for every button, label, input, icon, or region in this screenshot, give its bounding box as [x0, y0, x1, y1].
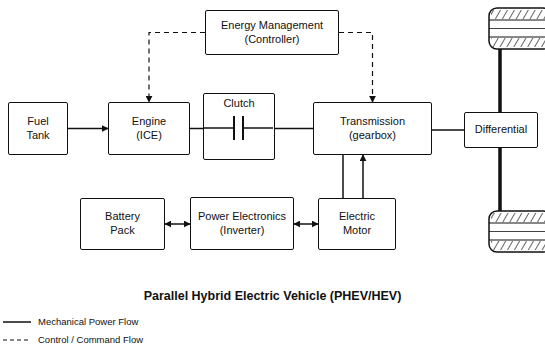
text-group: Power Electronics (Inverter) — [197, 210, 287, 238]
component-box: Engine (ICE) — [108, 102, 190, 155]
text-group: Clutch — [223, 97, 254, 111]
node-label: Fuel Tank — [18, 115, 58, 143]
power-connector — [190, 128, 203, 130]
text-group: Energy Management (Controller) — [212, 19, 332, 47]
wheel — [489, 8, 545, 49]
axle — [498, 48, 502, 112]
node-label: Electric Motor — [330, 210, 385, 238]
component-box: Electric Motor — [318, 198, 396, 250]
component-box: Battery Pack — [80, 198, 165, 250]
legend-sample — [3, 321, 31, 323]
component-box: Power Electronics (Inverter) — [190, 197, 294, 250]
power-connector — [432, 129, 464, 131]
node-label: Clutch — [223, 97, 254, 111]
node-label: Engine (ICE) — [124, 115, 174, 143]
node-label: Energy Management (Controller) — [212, 19, 332, 47]
text-group: Differential — [475, 123, 527, 137]
diagram-title: Parallel Hybrid Electric Vehicle (PHEV/H… — [0, 289, 545, 303]
power-connector — [342, 155, 344, 198]
node-label: Battery Pack — [98, 210, 148, 238]
legend-label: Control / Command Flow — [38, 334, 143, 345]
text-group: Battery Pack — [98, 210, 148, 238]
node-label: Transmission (gearbox) — [328, 115, 418, 143]
clutch-box: Clutch — [203, 93, 275, 160]
control-connector — [339, 33, 373, 103]
axle — [498, 148, 502, 212]
legend-label: Mechanical Power Flow — [38, 316, 138, 327]
component-box: Differential — [464, 112, 538, 148]
component-box: Transmission (gearbox) — [313, 102, 432, 155]
component-box: Energy Management (Controller) — [205, 10, 339, 55]
text-group: Fuel Tank — [18, 115, 58, 143]
clutch-symbol — [204, 113, 273, 143]
node-label: Power Electronics (Inverter) — [197, 210, 287, 238]
power-connector — [275, 128, 313, 130]
legend-sample — [3, 339, 31, 340]
node-label: Differential — [475, 123, 527, 137]
power-connector — [362, 155, 364, 198]
power-connector — [294, 223, 318, 225]
power-connector — [165, 223, 190, 225]
text-group: Engine (ICE) — [124, 115, 174, 143]
text-group: Electric Motor — [330, 210, 385, 238]
power-connector — [68, 128, 108, 130]
wheel — [489, 211, 545, 252]
control-connector — [149, 33, 205, 103]
component-box: Fuel Tank — [8, 102, 68, 155]
text-group: Transmission (gearbox) — [328, 115, 418, 143]
